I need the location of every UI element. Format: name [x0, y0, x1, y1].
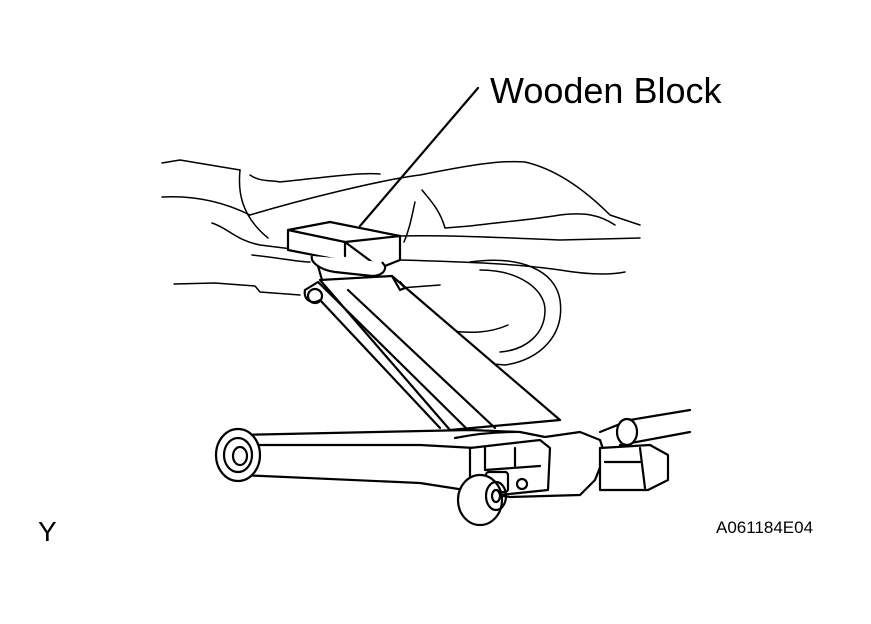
jack-lifting-arm [303, 274, 562, 434]
jack-front-roller [214, 427, 262, 483]
corner-mark: Y [38, 516, 57, 547]
wooden-block-label: Wooden Block [490, 70, 722, 111]
wooden-block [286, 220, 402, 270]
jack-wheel [456, 438, 552, 527]
callout-leader-line [358, 86, 480, 228]
figure-code: A061184E04 [716, 518, 814, 537]
